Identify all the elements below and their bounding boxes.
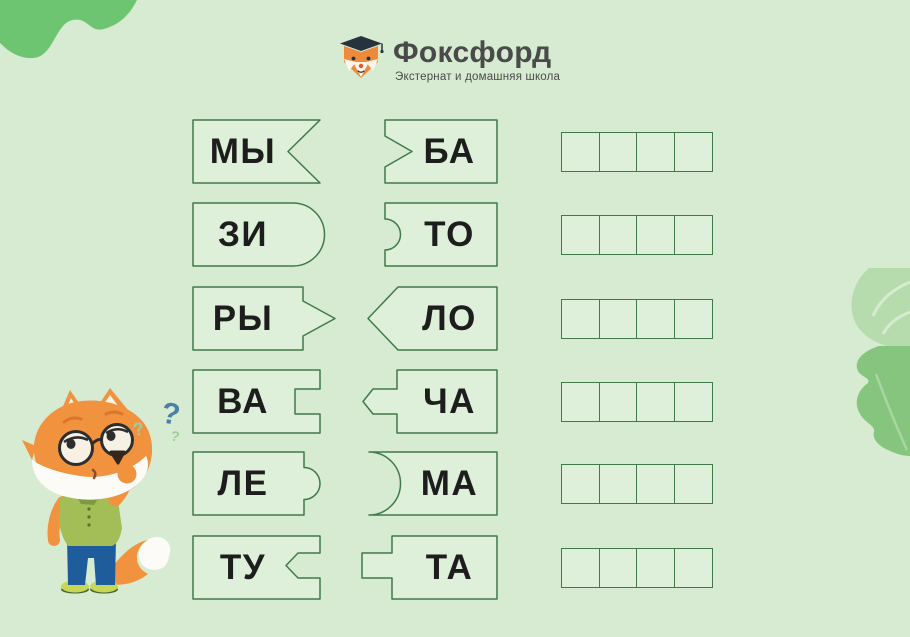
answer-cell[interactable] bbox=[561, 548, 600, 588]
puzzle-shape-arrow-tab-left bbox=[362, 369, 498, 434]
answer-grid-2 bbox=[561, 215, 713, 255]
syllable-label: ЗИ bbox=[217, 214, 269, 254]
answer-cell[interactable] bbox=[636, 548, 675, 588]
answer-cell[interactable] bbox=[598, 132, 638, 172]
answer-cell[interactable] bbox=[636, 464, 675, 504]
corner-blob-decoration bbox=[0, 0, 137, 59]
answer-cell[interactable] bbox=[598, 548, 638, 588]
answer-cell[interactable] bbox=[561, 132, 600, 172]
syllable-piece-left-1[interactable]: МЫ bbox=[192, 119, 321, 184]
answer-cell[interactable] bbox=[673, 464, 713, 504]
syllable-piece-left-6[interactable]: ТУ bbox=[192, 535, 321, 600]
answer-cell[interactable] bbox=[561, 382, 600, 422]
fox-mascot: ? ? ? bbox=[22, 388, 183, 594]
syllable-label: РЫ bbox=[212, 298, 274, 338]
puzzle-shape-arrow-point-left bbox=[367, 286, 498, 351]
puzzle-shape-round-tab-right bbox=[192, 451, 321, 516]
answer-cell[interactable] bbox=[561, 299, 600, 339]
answer-grid-1 bbox=[561, 132, 713, 172]
syllable-label: ЛО bbox=[422, 298, 477, 338]
puzzle-shape-notch-right bbox=[192, 119, 321, 184]
syllable-piece-left-5[interactable]: ЛЕ bbox=[192, 451, 321, 516]
question-mark-faint: ? bbox=[169, 427, 181, 444]
syllable-label: ЧА bbox=[423, 381, 476, 421]
syllable-piece-right-6[interactable]: ТА bbox=[361, 535, 498, 600]
answer-cell[interactable] bbox=[673, 299, 713, 339]
light-leaf bbox=[851, 268, 910, 350]
syllable-label: ТО bbox=[424, 214, 475, 254]
puzzle-shape-bullet-right bbox=[192, 202, 326, 267]
answer-cell[interactable] bbox=[636, 132, 675, 172]
syllable-piece-left-2[interactable]: ЗИ bbox=[192, 202, 326, 267]
answer-cell[interactable] bbox=[598, 215, 638, 255]
syllable-label: БА bbox=[423, 131, 476, 171]
puzzle-shape-square-tab-left bbox=[361, 535, 498, 600]
syllable-label: ТА bbox=[425, 547, 474, 587]
syllable-label: ЛЕ bbox=[217, 463, 269, 503]
answer-cell[interactable] bbox=[598, 382, 638, 422]
puzzle-shape-round-bite-left bbox=[368, 451, 498, 516]
answer-cell[interactable] bbox=[673, 382, 713, 422]
answer-grid-4 bbox=[561, 382, 713, 422]
answer-cell[interactable] bbox=[636, 382, 675, 422]
answer-cell[interactable] bbox=[561, 215, 600, 255]
puzzle-shape-arrow-slot-right bbox=[192, 535, 321, 600]
answer-cell[interactable] bbox=[598, 299, 638, 339]
answer-cell[interactable] bbox=[561, 464, 600, 504]
answer-grid-5 bbox=[561, 464, 713, 504]
puzzle-shape-notch-left bbox=[384, 119, 498, 184]
puzzle-shape-round-notch-left bbox=[384, 202, 498, 267]
syllable-label: МА bbox=[420, 463, 479, 503]
answer-cell[interactable] bbox=[636, 215, 675, 255]
answer-cell[interactable] bbox=[598, 464, 638, 504]
answer-cell[interactable] bbox=[673, 548, 713, 588]
syllable-label: ТУ bbox=[219, 547, 267, 587]
brand-name: Фоксфорд bbox=[393, 36, 552, 69]
leaf-decoration bbox=[851, 268, 910, 456]
syllable-piece-right-5[interactable]: МА bbox=[368, 451, 498, 516]
syllable-piece-right-1[interactable]: БА bbox=[384, 119, 498, 184]
syllable-piece-left-4[interactable]: ВА bbox=[192, 369, 321, 434]
syllable-label: МЫ bbox=[209, 131, 277, 171]
answer-cell[interactable] bbox=[673, 215, 713, 255]
answer-cell[interactable] bbox=[673, 132, 713, 172]
syllable-piece-right-4[interactable]: ЧА bbox=[362, 369, 498, 434]
fox-graduate-icon bbox=[340, 36, 384, 78]
puzzle-shape-square-notch-right bbox=[192, 369, 321, 434]
syllable-label: ВА bbox=[217, 381, 269, 421]
answer-grid-6 bbox=[561, 548, 713, 588]
puzzle-shape-arrow-tab-right bbox=[192, 286, 336, 351]
syllable-piece-right-3[interactable]: ЛО bbox=[367, 286, 498, 351]
syllable-piece-right-2[interactable]: ТО bbox=[384, 202, 498, 267]
answer-cell[interactable] bbox=[636, 299, 675, 339]
brand-tagline: Экстернат и домашняя школа bbox=[395, 71, 561, 83]
answer-grid-3 bbox=[561, 299, 713, 339]
syllable-piece-left-3[interactable]: РЫ bbox=[192, 286, 336, 351]
question-mark-faint: ? bbox=[131, 418, 145, 440]
question-mark: ? bbox=[159, 396, 183, 432]
